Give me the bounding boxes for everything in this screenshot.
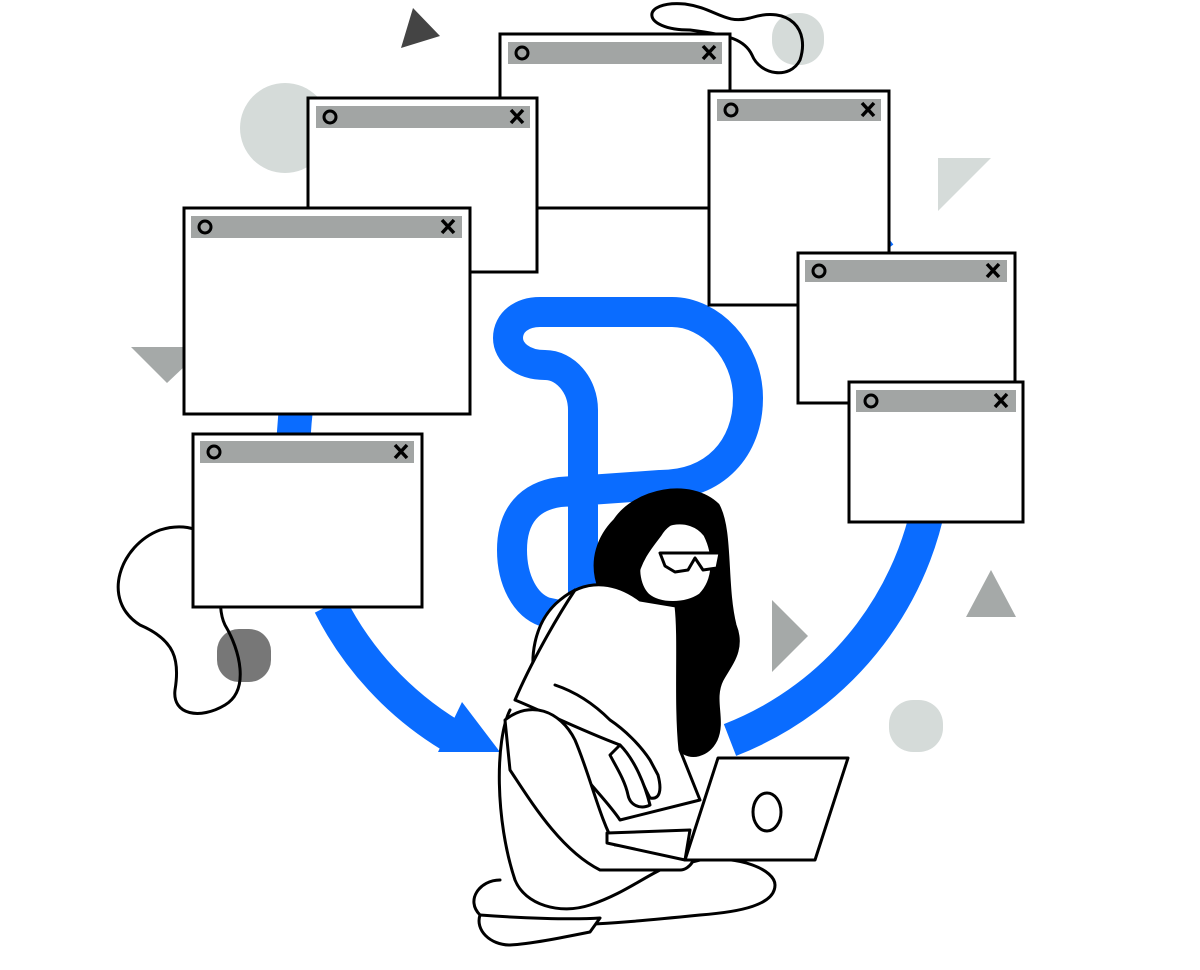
circle-icon [811,263,827,279]
circle-icon [206,444,222,460]
circle-icon [514,45,530,61]
laptop-base [605,828,692,862]
squiggle-line [650,2,805,75]
dark-blob-shape [217,629,271,682]
window [182,206,472,416]
hair-bangs [628,498,717,582]
hand [608,743,652,809]
close-icon [440,218,456,235]
triangle-shape [966,570,1016,617]
close-icon [701,44,717,61]
glasses [658,551,722,574]
triangle-shape [938,158,991,211]
triangle-shape [401,8,440,48]
cycle-arc [314,597,460,750]
close-icon [993,392,1009,409]
window [796,251,1017,405]
close-icon [393,443,409,460]
circle-icon [322,109,338,125]
window [847,380,1025,524]
window [191,432,424,609]
blue-outline-logo [493,297,763,635]
circle-icon [863,393,879,409]
gray-blob-shape [772,13,824,65]
close-icon [509,108,525,125]
laptop-logo [751,791,783,833]
foot [477,913,602,947]
circle-icon [723,102,739,118]
circle-icon [197,219,213,235]
gray-blob-shape [889,700,943,752]
person-with-laptop [472,488,850,947]
close-icon [985,262,1001,279]
close-icon [860,101,876,118]
triangle-shape [772,600,808,672]
laptop [605,756,850,862]
arrow-head [438,702,500,752]
